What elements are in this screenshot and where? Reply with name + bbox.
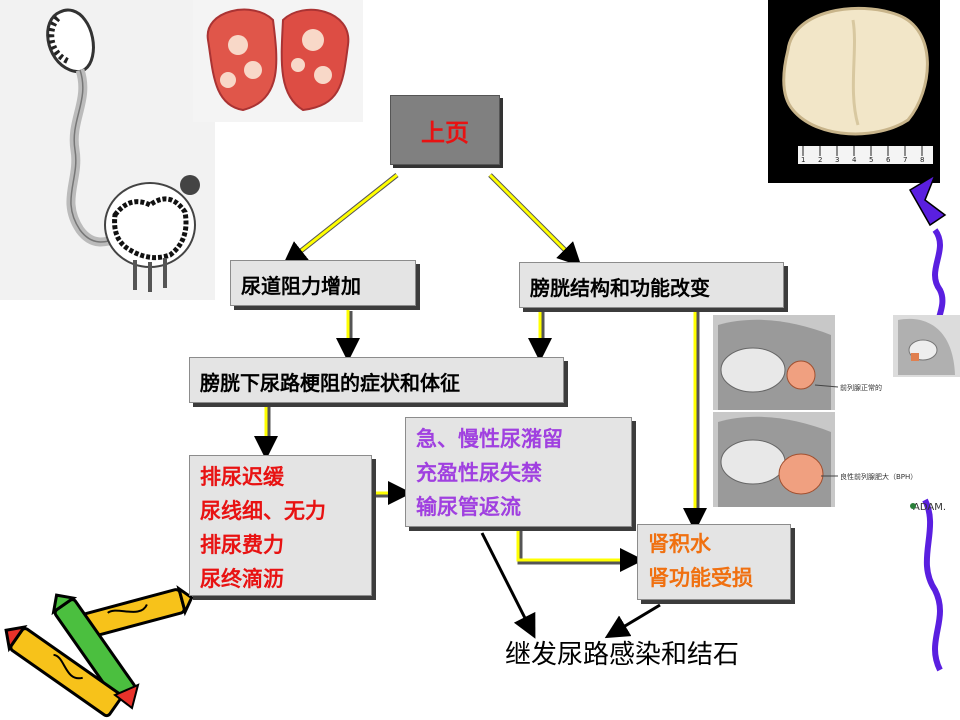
prev-page-button[interactable]: 上页: [390, 95, 500, 165]
retention-item-2: 充盈性尿失禁: [416, 461, 542, 485]
crayons-clipart: [4, 585, 194, 718]
kidney-item-1: 肾积水: [648, 532, 711, 556]
node-kidney: 肾积水 肾功能受损: [637, 524, 791, 600]
normal-prostate-label: 前列腺正常的: [840, 383, 882, 392]
kidney-item-2: 肾功能受损: [648, 566, 753, 590]
voiding-symptom-4: 尿终滴沥: [200, 567, 284, 591]
node-final-outcome: 继发尿路感染和结石: [505, 640, 740, 670]
ruler-number: 6: [886, 156, 891, 164]
node-lower-obstruction-text: 膀胱下尿路梗阻的症状和体征: [200, 371, 460, 395]
voiding-symptom-2: 尿线细、无力: [200, 499, 326, 523]
kidney-specimen-photo: [193, 0, 363, 122]
node-lower-obstruction: 膀胱下尿路梗阻的症状和体征: [189, 357, 564, 403]
ruler-number: 8: [920, 156, 924, 164]
node-voiding-symptoms: 排尿迟缓 尿线细、无力 排尿费力 尿终滴沥: [189, 455, 372, 596]
node-urethral-resistance: 尿道阻力增加: [230, 260, 416, 306]
node-urethral-resistance-text: 尿道阻力增加: [241, 274, 361, 298]
ruler-number: 5: [869, 156, 873, 164]
node-retention: 急、慢性尿潴留 充盈性尿失禁 输尿管返流: [405, 417, 632, 527]
ruler-number: 2: [818, 156, 822, 164]
urinary-tract-drawing: [0, 0, 215, 300]
ruler-number: 1: [801, 156, 805, 164]
voiding-symptom-1: 排尿迟缓: [200, 465, 284, 489]
node-bladder-change: 膀胱结构和功能改变: [519, 262, 784, 308]
pelvis-thumbnail: [893, 315, 960, 377]
prostate-normal-illustration: 前列腺正常的: [713, 315, 882, 410]
bph-prostate-label: 良性前列腺肥大（BPH）: [840, 472, 917, 481]
ruler-number: 3: [835, 156, 839, 164]
retention-item-3: 输尿管返流: [416, 495, 521, 519]
voiding-symptom-3: 排尿费力: [200, 533, 284, 557]
adam-logo: ADAM.: [913, 502, 946, 513]
ruler-number: 4: [852, 156, 857, 164]
retention-item-1: 急、慢性尿潴留: [416, 427, 563, 451]
prostate-bph-illustration: 良性前列腺肥大（BPH） ADAM.: [713, 412, 946, 513]
prostate-specimen-photo: 1 2 3 4 5 6 7 8: [768, 0, 940, 183]
node-bladder-change-text: 膀胱结构和功能改变: [530, 276, 710, 300]
ruler-number: 7: [903, 156, 907, 164]
